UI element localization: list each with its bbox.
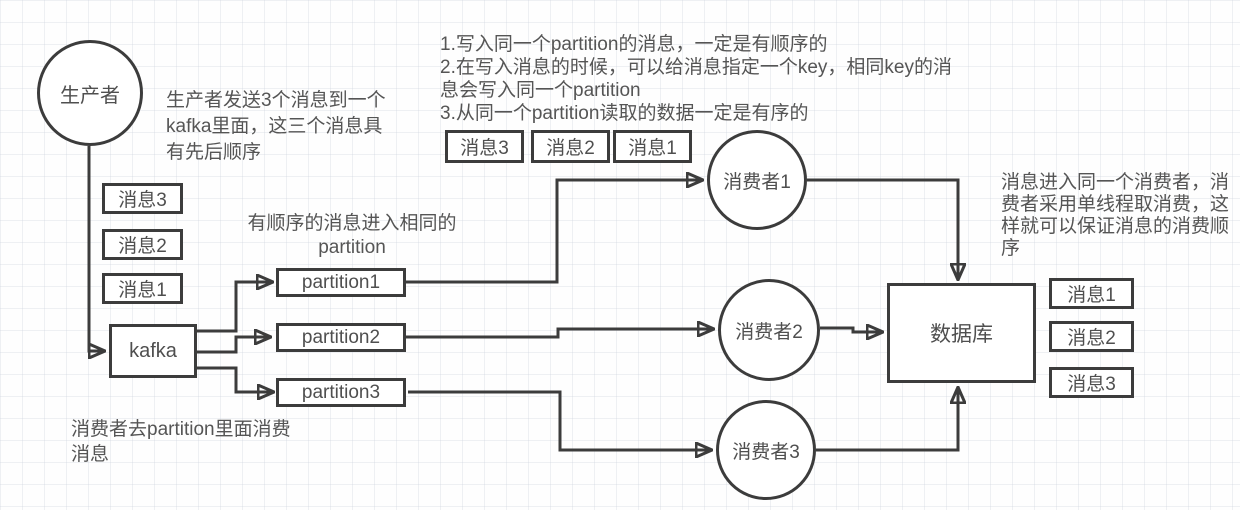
inflight-message-2: 消息2: [531, 130, 610, 163]
database-message-3: 消息3: [1049, 367, 1134, 398]
arrow-kafka-to-partition1: [197, 282, 272, 333]
producer-label: 生产者: [60, 84, 120, 107]
arrow-kafka-to-partition2: [197, 337, 270, 354]
partition2-node: partition2: [276, 323, 406, 352]
consumer1-node: 消费者1: [707, 130, 807, 230]
producer-node: 生产者: [37, 40, 143, 146]
consumer-order-note: 消息进入同一个消费者，消 费者采用单线程取消费，这 样就可以保证消息的消费顺 序: [1001, 172, 1230, 259]
consumer2-node: 消费者2: [718, 279, 820, 381]
database-node: 数据库: [887, 283, 1036, 383]
producer-message-1: 消息1: [102, 273, 183, 304]
database-message-2: 消息2: [1049, 321, 1134, 352]
consume-note: 消费者去partition里面消费 消息: [71, 419, 291, 465]
producer-note: 生产者发送3个消息到一个 kafka里面，这三个消息具 有先后顺序: [166, 90, 386, 163]
inflight-message-1: 消息1: [613, 130, 692, 163]
arrow-partition3-to-consumer3: [408, 390, 711, 450]
ordering-rules-note: 1.写入同一个partition的消息，一定是有顺序的 2.在写入消息的时候，可…: [440, 34, 952, 124]
producer-message-2: 消息2: [102, 229, 183, 260]
consumer3-node: 消费者3: [716, 400, 816, 500]
database-message-1: 消息1: [1049, 278, 1134, 309]
kafka-node: kafka: [109, 324, 197, 378]
partition-note: 有顺序的消息进入相同的 partition: [247, 213, 457, 258]
consumer1-label: 消费者1: [723, 171, 791, 193]
arrow-consumer3-to-database: [816, 388, 958, 452]
database-label: 数据库: [930, 323, 993, 346]
consumer2-label: 消费者2: [735, 321, 803, 343]
producer-message-3: 消息3: [102, 183, 183, 214]
arrow-partition2-to-consumer2: [405, 329, 713, 339]
consumer3-label: 消费者3: [732, 441, 800, 463]
partition3-node: partition3: [276, 378, 406, 407]
inflight-message-3: 消息3: [445, 130, 524, 163]
arrow-consumer2-to-database: [820, 328, 882, 332]
arrow-consumer1-to-database: [807, 178, 958, 279]
arrow-kafka-to-partition3: [197, 366, 273, 392]
kafka-label: kafka: [129, 339, 177, 362]
partition1-node: partition1: [276, 268, 406, 297]
